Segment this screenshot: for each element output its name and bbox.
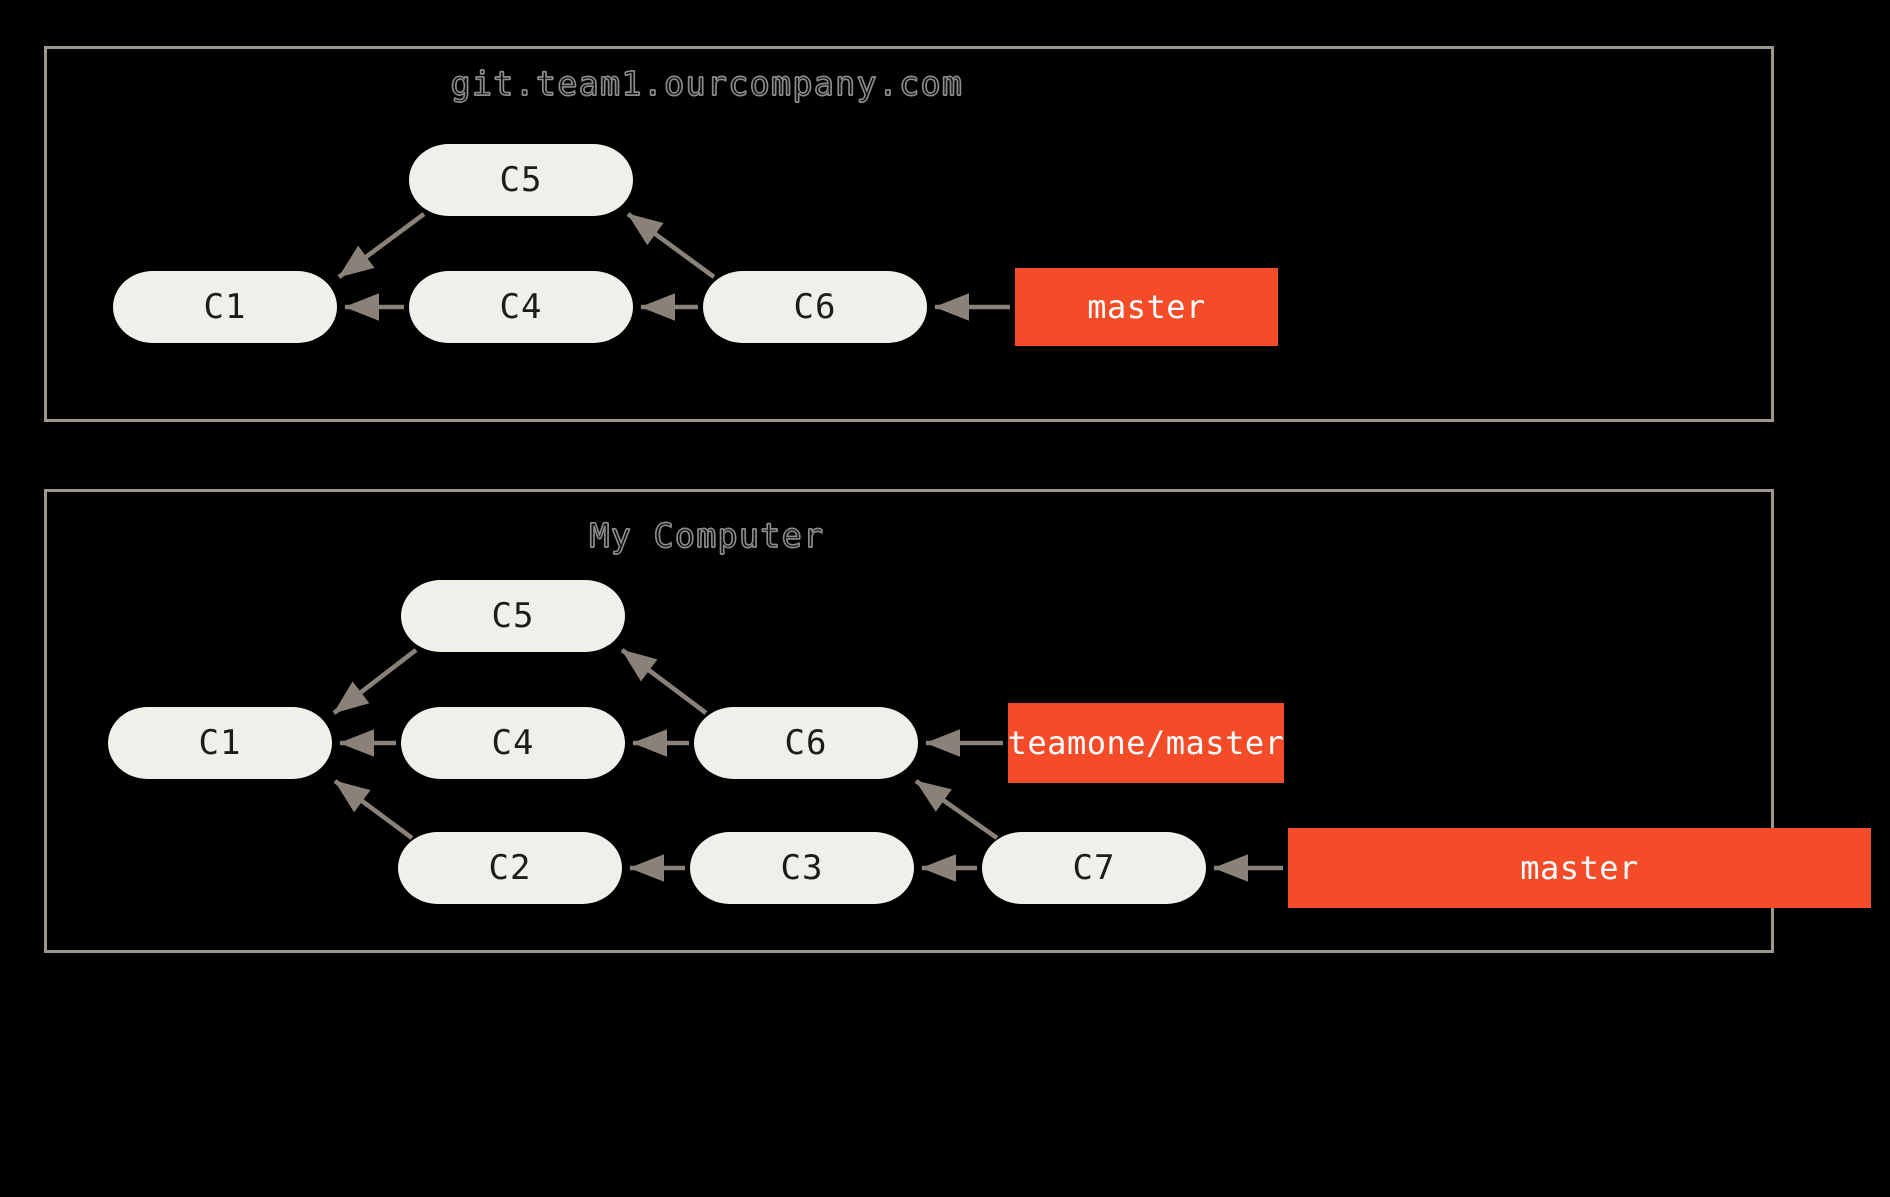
commit-node-c5-local[interactable]: C5	[401, 580, 625, 652]
commit-node-c4-local[interactable]: C4	[401, 707, 625, 779]
commit-node-c3-local[interactable]: C3	[690, 832, 914, 904]
commit-label: C6	[793, 287, 837, 327]
commit-label: C1	[203, 287, 247, 327]
commit-node-c6-local[interactable]: C6	[694, 707, 918, 779]
commit-label: C7	[1072, 848, 1116, 888]
branch-ref-label: master	[1087, 288, 1206, 326]
commit-label: C4	[499, 287, 543, 327]
branch-ref-master-remote[interactable]: master	[1015, 268, 1278, 346]
branch-ref-label: teamone/master	[1007, 724, 1285, 762]
commit-label: C5	[499, 160, 543, 200]
commit-node-c7-local[interactable]: C7	[982, 832, 1206, 904]
commit-node-c4[interactable]: C4	[409, 271, 633, 343]
commit-label: C6	[784, 723, 828, 763]
commit-node-c1[interactable]: C1	[113, 271, 337, 343]
commit-node-c1-local[interactable]: C1	[108, 707, 332, 779]
panel-remote-server	[44, 46, 1774, 422]
commit-node-c6[interactable]: C6	[703, 271, 927, 343]
commit-node-c2-local[interactable]: C2	[398, 832, 622, 904]
branch-ref-teamone-master[interactable]: teamone/master	[1008, 703, 1284, 783]
commit-node-c5[interactable]: C5	[409, 144, 633, 216]
commit-label: C3	[780, 848, 824, 888]
commit-label: C5	[491, 596, 535, 636]
branch-ref-master-local[interactable]: master	[1288, 828, 1871, 908]
commit-label: C2	[488, 848, 532, 888]
commit-label: C4	[491, 723, 535, 763]
branch-ref-label: master	[1520, 849, 1639, 887]
panel-local-title: My Computer	[589, 515, 825, 555]
panel-remote-title: git.team1.ourcompany.com	[450, 63, 964, 103]
commit-label: C1	[198, 723, 242, 763]
panel-local-computer	[44, 489, 1774, 953]
